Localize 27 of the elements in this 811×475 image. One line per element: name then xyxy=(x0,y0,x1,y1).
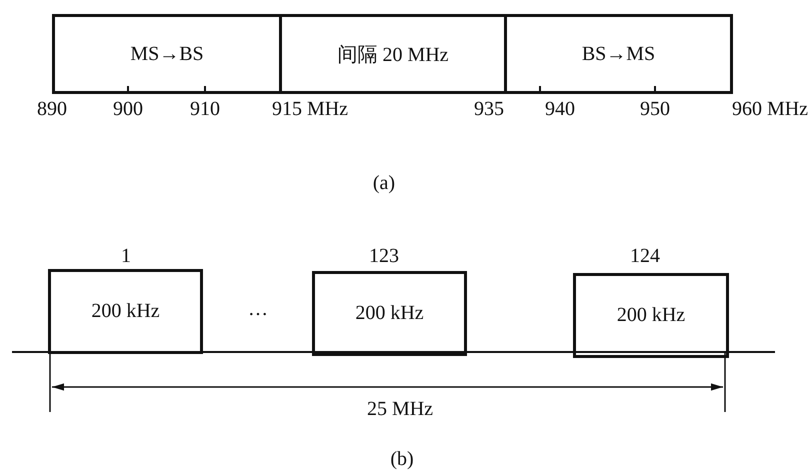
ellipsis: … xyxy=(248,298,268,321)
tick-label: 900 xyxy=(113,98,143,121)
band-box xyxy=(52,14,282,94)
tick-label: 935 xyxy=(474,98,504,121)
band-label: 间隔 20 MHz xyxy=(337,42,449,68)
band-label: MS→BS xyxy=(130,42,204,66)
band-label: 200 kHz xyxy=(616,304,686,327)
tick-label: 940 xyxy=(545,98,575,121)
tick-label: 950 xyxy=(640,98,670,121)
band-label: 200 kHz xyxy=(91,300,160,323)
band-box xyxy=(279,14,507,94)
panel-label: (a) xyxy=(372,172,396,195)
tick-label: 890 xyxy=(37,98,67,121)
dimension-label: 25 MHz xyxy=(366,398,434,421)
band-label: BS→MS xyxy=(582,42,656,66)
panel-label: (b) xyxy=(390,448,414,471)
channel-number: 124 xyxy=(630,245,660,268)
channel-number: 123 xyxy=(369,245,399,268)
channel-number: 1 xyxy=(121,245,131,268)
tick-label: 915 MHz xyxy=(272,98,348,121)
channel-box xyxy=(48,269,203,354)
band-label: 200 kHz xyxy=(355,302,424,325)
channel-box xyxy=(312,271,467,356)
tick-label: 960 MHz xyxy=(732,98,808,121)
band-box xyxy=(504,14,733,94)
tick-label: 910 xyxy=(190,98,220,121)
channel-box xyxy=(573,273,729,358)
